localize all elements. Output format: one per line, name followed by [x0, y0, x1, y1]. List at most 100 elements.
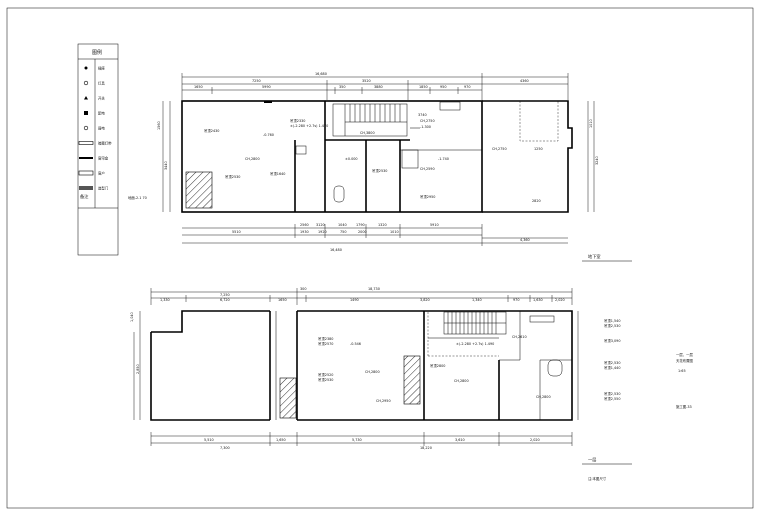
sheet-number: 施工图-33 [676, 404, 692, 409]
thick-bar-icon [79, 157, 93, 159]
basement-level: -1.300 [420, 125, 431, 129]
basement-top-sub-5: 1850 [419, 85, 428, 89]
basement-top-sub-7: 970 [464, 85, 470, 89]
light-circle-icon [83, 80, 89, 86]
legend-row: 窗户 [78, 170, 105, 176]
first-ceiling: CH,2800 [454, 379, 469, 383]
basement-level-note: ±(-2.280 +2.7s) 1.470 [290, 124, 328, 128]
first-level-note: ±(-2.280 +2.7s) 1.490 [456, 342, 494, 346]
basement-level: -1.740 [438, 157, 449, 161]
first-ceiling: CH,2950 [376, 399, 391, 403]
first-top-sub-5: 3,820 [420, 298, 430, 302]
legend-row: 暗藏灯带 [78, 141, 112, 146]
basement-left-note: 地面-2.1 70 [128, 195, 147, 200]
first-top-sub-2: 6,720 [220, 298, 230, 302]
footer-note: 注:本图尺寸 [588, 476, 607, 481]
legend-label: 弱电 [98, 126, 105, 131]
window-icon [78, 170, 94, 176]
basement-top-sub-4: 3880 [374, 85, 383, 89]
basement-top-total: 16,680 [315, 72, 327, 76]
first-floor-title: 一层 [588, 457, 596, 463]
first-hatched-column [403, 355, 421, 405]
basement-note: 吊顶2530 [225, 175, 240, 179]
panel-box-icon [84, 111, 88, 115]
first-ceiling: CH,2800 [536, 395, 551, 399]
basement-ceiling: CH,2750 [420, 119, 435, 123]
basement-level: ±0.000 [345, 157, 358, 161]
legend-label: 插座 [98, 66, 105, 71]
basement-top-sub-2: 5990 [262, 85, 271, 89]
basement-bottom-sub-3: 750 [340, 230, 346, 234]
legend-row: 窗帘盒 [79, 156, 109, 161]
first-floor-plan: 18,730 7,250 300 1,330 6,720 1650 1490 3… [130, 287, 694, 481]
first-right-notes: 吊顶1,540吊顶2,530吊顶3,090吊顶2,530吊顶1,440吊顶2,5… [604, 319, 621, 401]
basement-left-dim-2: 3440 [164, 161, 168, 170]
basement-bottom-dim-8: 1010 [390, 230, 399, 234]
basement-note: 吊顶2950 [420, 195, 435, 199]
basement-bottom-sub-2: 1920 [318, 230, 327, 234]
basement-left-dim-1: 1560 [157, 121, 161, 130]
first-top-sub-3: 1650 [278, 298, 287, 302]
first-bottom-dim-1: 5,510 [204, 438, 214, 442]
legend-label: 开关 [98, 96, 105, 101]
first-ceiling: CH,2800 [365, 370, 380, 374]
legend-label: 灯具 [98, 81, 105, 86]
first-bottom-dim-3: 5,730 [352, 438, 362, 442]
first-bottom-dim-2: 1,650 [276, 438, 286, 442]
legend-note: 备注 [80, 193, 89, 200]
basement-bottom-dim-1: 5510 [232, 230, 241, 234]
first-top-dim-1: 7,250 [220, 293, 230, 297]
legend-label: 配电 [98, 111, 105, 116]
first-bottom-total: 18,220 [420, 446, 432, 450]
first-bottom-dim-4: 3,610 [455, 438, 465, 442]
basement-ceiling: CH,2590 [420, 167, 435, 171]
basement-top-sub-3: 350 [339, 85, 345, 89]
basement-note: 3740 [418, 113, 427, 117]
basement-bottom-dim-2: 2560 [300, 223, 309, 227]
basement-title: 地下室 [588, 253, 601, 260]
basement-right-dim-1: 1010 [589, 119, 593, 128]
right-note: 吊顶2,550 [604, 397, 621, 401]
sheet-border [6, 7, 754, 509]
legend-row: 灯具 [83, 80, 105, 86]
legend-row: 造型门 [79, 186, 109, 191]
basement-right-dim-2: 3240 [595, 156, 599, 165]
sheet-title-line-1: 一层、一层 [676, 352, 694, 357]
basement-ceiling: CH,3800 [360, 131, 375, 135]
first-floor-staircase [443, 311, 507, 335]
scale-note: 1:65 [678, 369, 686, 373]
first-hatched-block [279, 377, 297, 419]
basement-bottom-right: 4,360 [520, 238, 530, 242]
basement-bottom-dim-3: 3120 [316, 223, 325, 227]
bar-icon [78, 141, 94, 145]
first-top-dim-4: 1,630 [533, 298, 543, 302]
right-note: 吊顶3,090 [604, 339, 621, 343]
basement-staircase [332, 103, 408, 137]
switch-triangle-icon [84, 96, 88, 100]
legend-row: 插座 [84, 66, 105, 71]
basement-note: 吊顶2530 [372, 169, 387, 173]
first-top-sub-6: 1,340 [472, 298, 482, 302]
basement-level: -0.760 [263, 133, 274, 137]
first-top-total: 18,730 [368, 287, 380, 291]
first-note: 吊顶2530 [318, 378, 333, 382]
right-note: 吊顶2,530 [604, 324, 621, 328]
legend-title: 图例 [92, 49, 102, 56]
first-note: 吊顶2520 [318, 373, 333, 377]
basement-bottom-total: 16,480 [330, 248, 342, 252]
first-ceiling: CH,2610 [512, 335, 527, 339]
legend-row: 开关 [84, 96, 105, 101]
basement-note: 吊顶2330 [290, 119, 305, 123]
right-note: 吊顶2,530 [604, 392, 621, 396]
first-note: 吊顶2570 [318, 342, 333, 346]
legend-row: 配电 [84, 111, 105, 116]
right-note: 吊顶1,440 [604, 366, 621, 370]
basement-note: 2820 [532, 199, 541, 203]
first-top-dim-5: 2,020 [555, 298, 565, 302]
basement-top-dim-1: 7250 [252, 79, 261, 83]
socket-dot-icon [84, 66, 88, 70]
basement-top-sub-6: 950 [440, 85, 446, 89]
